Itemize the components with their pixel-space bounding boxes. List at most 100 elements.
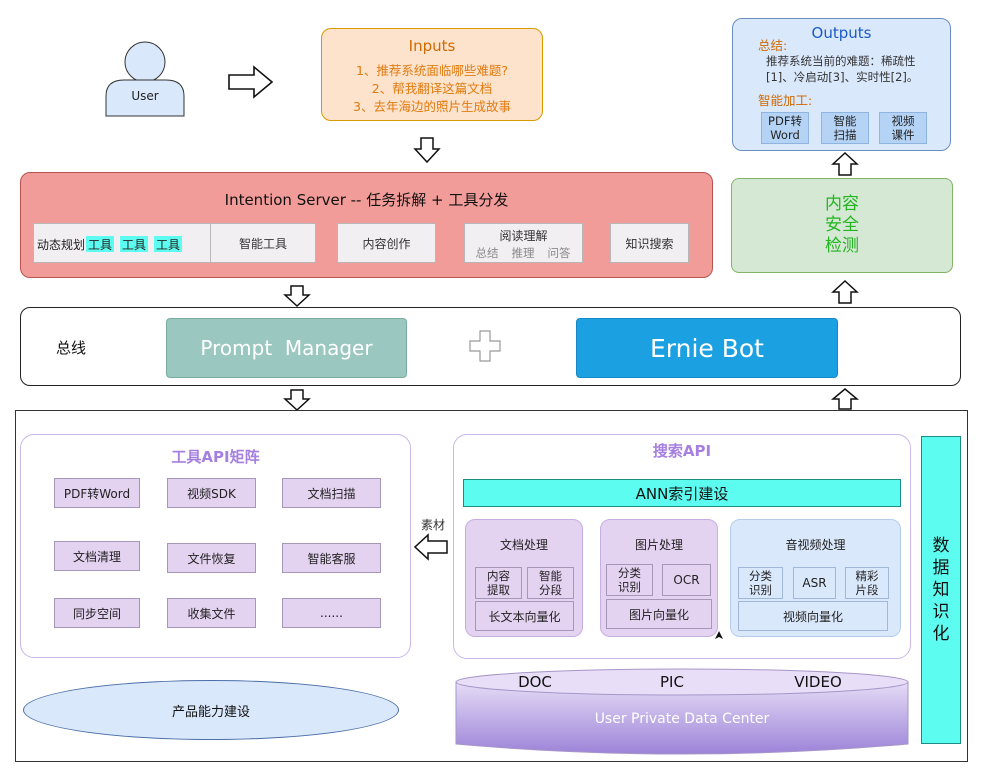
dynamic-planning-box: 动态规划 工具 工具 工具 <box>33 223 212 263</box>
inputs-item: 3、去年海边的照片生成故事 <box>353 99 511 114</box>
material-label: 素材 <box>420 517 445 532</box>
doc-chip-line: 分段 <box>539 583 562 597</box>
data-knowledge-bar: 数 据 知 识 化 <box>921 436 961 744</box>
pic-chip-line: 分类 <box>618 566 641 580</box>
intention-server-panel: Intention Server -- 任务拆解 + 工具分发 动态规划 工具 … <box>20 172 713 278</box>
inputs-title: Inputs <box>408 37 456 55</box>
av-chip: 精彩 片段 <box>845 567 889 599</box>
outputs-summary-label: 总结: <box>758 38 788 53</box>
safety-line: 检测 <box>825 236 859 256</box>
prompt-manager-box: Prompt Manager <box>166 318 407 378</box>
outputs-chip: 智能 扫描 <box>821 112 869 144</box>
pic-vectorize-box: 图片向量化 <box>606 599 712 629</box>
tool-api-item: 收集文件 <box>167 598 256 628</box>
tool-api-item: 同步空间 <box>54 598 140 628</box>
tool-api-item: 文档清理 <box>54 541 140 571</box>
dynamic-planning-label: 动态规划 <box>37 238 86 252</box>
outputs-chip-line: 智能 <box>833 114 857 128</box>
arrow-right-icon <box>228 65 274 99</box>
knowledge-char: 化 <box>932 624 950 644</box>
tools-api-title: 工具API矩阵 <box>171 447 260 466</box>
knowledge-char: 知 <box>932 580 950 600</box>
ernie-bot-box: Ernie Bot <box>576 318 838 378</box>
tool-api-item: ...... <box>282 598 381 628</box>
av-chip: ASR <box>793 567 836 599</box>
safety-line: 内容 <box>825 194 859 214</box>
outputs-process-label: 智能加工: <box>758 93 813 108</box>
doc-chip-line: 智能 <box>539 569 562 583</box>
tool-chip: 工具 <box>120 236 148 252</box>
outputs-chip-line: 视频 <box>891 114 915 128</box>
inputs-item: 1、推荐系统面临哪些难题? <box>355 63 509 78</box>
cursor-icon <box>715 631 723 639</box>
av-chip-line: 片段 <box>855 583 879 597</box>
outputs-chip-line: 课件 <box>891 128 915 142</box>
tool-chip: 工具 <box>154 236 182 252</box>
bus-panel: 总线 Prompt Manager Ernie Bot <box>20 307 961 386</box>
av-chip-line: 精彩 <box>855 569 879 583</box>
tool-api-item: 文件恢复 <box>167 543 256 573</box>
outputs-summary-line: [1]、冷启动[3]、实时性[2]。 <box>766 70 919 84</box>
knowledge-char: 识 <box>932 602 950 622</box>
outputs-chip-line: 扫描 <box>833 128 857 142</box>
reading-sub: 总结 <box>475 245 499 260</box>
reading-sub: 问答 <box>547 245 571 260</box>
intention-server-title: Intention Server -- 任务拆解 + 工具分发 <box>224 190 509 209</box>
search-api-title: 搜索API <box>652 441 712 460</box>
tool-api-item: 视频SDK <box>167 478 256 508</box>
arrow-up-icon <box>831 279 859 304</box>
inputs-item: 2、帮我翻译这篇文档 <box>371 81 493 96</box>
outputs-chip: 视频 课件 <box>879 112 927 144</box>
ann-index-bar: ANN索引建设 <box>463 479 901 507</box>
reading-sub: 推理 <box>511 245 535 260</box>
outputs-chip-line: PDF转 <box>768 114 802 128</box>
pic-chip: 分类 识别 <box>606 564 653 596</box>
arrow-up-icon <box>830 388 860 410</box>
data-center-title: User Private Data Center <box>594 711 770 727</box>
doc-chip-line: 内容 <box>487 569 510 583</box>
av-chip-line: 识别 <box>749 583 772 597</box>
knowledge-char: 据 <box>932 558 950 578</box>
user-label: User <box>131 89 159 103</box>
content-safety-panel: 内容 安全 检测 <box>731 178 953 273</box>
doc-processing-title: 文档处理 <box>499 537 548 552</box>
safety-line: 安全 <box>825 215 859 235</box>
doc-vectorize-box: 长文本向量化 <box>475 601 574 631</box>
outputs-panel: Outputs 总结: 推荐系统当前的难题：稀疏性 [1]、冷启动[3]、实时性… <box>732 18 951 151</box>
outputs-chip: PDF转 Word <box>761 112 809 144</box>
data-center-label: DOC <box>518 673 552 691</box>
knowledge-char: 数 <box>932 536 950 556</box>
plus-icon <box>469 330 501 362</box>
pic-chip-line: 识别 <box>618 580 641 594</box>
arrow-down-icon <box>283 389 311 412</box>
user-icon <box>105 41 185 117</box>
doc-chip: 内容 提取 <box>475 567 522 599</box>
outputs-title: Outputs <box>811 24 872 42</box>
av-processing-title: 音视频处理 <box>785 537 846 552</box>
tool-chip: 工具 <box>86 236 114 252</box>
product-capability-ellipse: 产品能力建设 <box>23 680 399 740</box>
knowledge-search-box: 知识搜索 <box>610 223 689 263</box>
av-chip: 分类 识别 <box>738 567 783 599</box>
av-chip-line: 分类 <box>749 569 772 583</box>
inputs-panel: Inputs 1、推荐系统面临哪些难题? 2、帮我翻译这篇文档 3、去年海边的照… <box>321 28 543 121</box>
av-vectorize-box: 视频向量化 <box>738 601 888 631</box>
pic-processing-title: 图片处理 <box>634 537 683 552</box>
doc-chip: 智能 分段 <box>527 567 574 599</box>
reading-title: 阅读理解 <box>499 228 548 243</box>
content-creation-box: 内容创作 <box>337 223 436 263</box>
database-cylinder-icon <box>455 668 909 755</box>
arrow-down-icon <box>413 137 441 164</box>
tool-api-item: 文档扫描 <box>282 478 381 508</box>
arrow-up-icon <box>831 151 859 176</box>
pic-chip: OCR <box>662 564 711 596</box>
data-center-label: PIC <box>660 673 684 691</box>
doc-chip-line: 提取 <box>487 583 510 597</box>
outputs-chip-line: Word <box>770 128 800 142</box>
tool-api-item: 智能客服 <box>282 543 381 573</box>
data-center-label: VIDEO <box>794 673 842 691</box>
outputs-summary-line: 推荐系统当前的难题：稀疏性 <box>766 54 916 68</box>
arrow-left-icon <box>413 533 448 561</box>
tool-api-item: PDF转Word <box>54 478 140 508</box>
arrow-down-icon <box>283 285 311 308</box>
